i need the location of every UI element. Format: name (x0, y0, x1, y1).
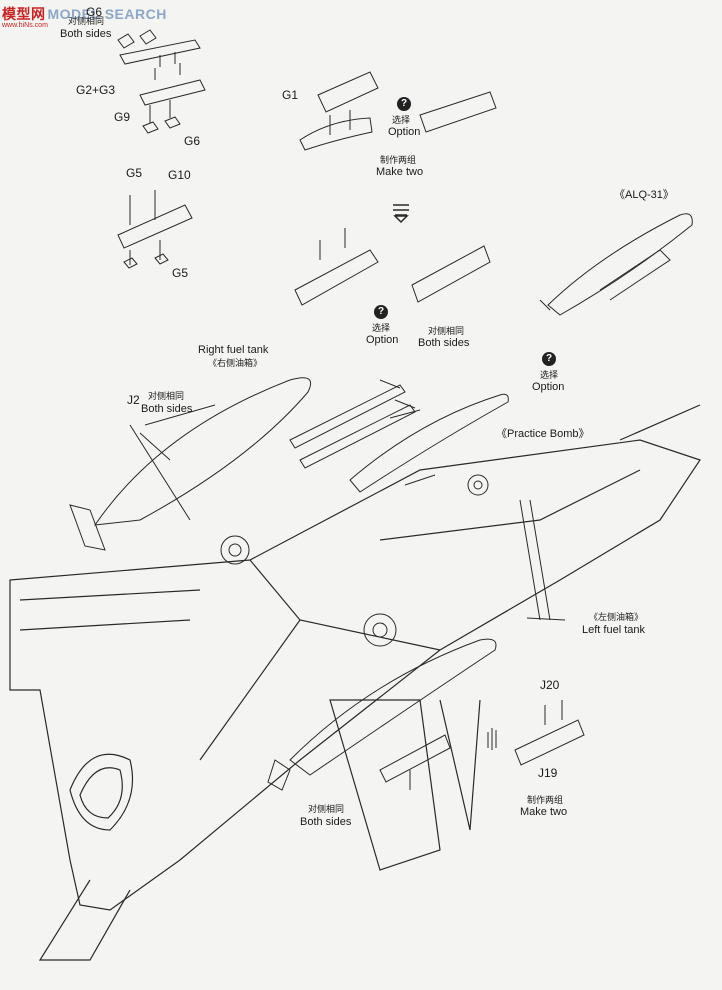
both-sides-label-cn: 对侧相同 (428, 326, 465, 336)
pylon-group-g6-g9 (117, 29, 206, 134)
pylon-group-g5-g10 (117, 190, 193, 269)
option-label-cn: 选择 (372, 323, 391, 333)
part-label-g9: G9 (114, 110, 131, 124)
practice-bomb (349, 393, 509, 493)
right-fuel-tank (69, 377, 312, 551)
part-label-j20: J20 (540, 678, 560, 692)
option-label-cn: 选择 (540, 370, 559, 380)
option-icon: ? (397, 97, 411, 111)
make-two-label-cn: 制作两组 (380, 155, 417, 165)
aircraft-fuselage (9, 404, 701, 961)
part-label-j2: J2 (127, 393, 140, 407)
alq31-pod (539, 213, 693, 316)
make-two-label-cn: 制作两组 (527, 795, 564, 805)
option-icon: ? (542, 352, 556, 366)
part-label-g6: G6 (86, 5, 103, 19)
option-label-cn: 选择 (392, 115, 411, 125)
left-fuel-tank-label: Left fuel tank (582, 624, 645, 636)
pylon-bottom (379, 734, 451, 790)
missiles (289, 379, 416, 469)
both-sides-label-en: Both sides (141, 403, 193, 415)
part-label-g1: G1 (282, 88, 299, 102)
both-sides-label-en: Both sides (60, 28, 112, 40)
part-label-g10: G10 (168, 168, 191, 182)
watermark-en: MODEL SEARCH (47, 6, 167, 22)
part-label-g6: G6 (184, 134, 201, 148)
left-fuel-tank (267, 638, 497, 791)
practice-bomb-label: 《Practice Bomb》 (496, 428, 590, 440)
make-two-label-en: Make two (376, 166, 424, 178)
pylon-group-mid (294, 228, 491, 306)
both-sides-label-cn: 对侧相同 (68, 16, 105, 26)
both-sides-label-cn: 对侧相同 (148, 391, 185, 401)
alq31-label: 《ALQ-31》 (614, 189, 674, 201)
pylon-g1 (299, 71, 497, 151)
both-sides-label-en: Both sides (300, 816, 352, 828)
watermark-url: www.hiNs.com (2, 22, 48, 29)
option-label-en: Option (366, 334, 399, 346)
part-label-g5: G5 (126, 166, 143, 180)
right-fuel-tank-label: Right fuel tank (198, 344, 269, 356)
pylon-j19-j20 (487, 700, 585, 766)
part-label-g2-g3: G2+G3 (76, 83, 116, 97)
landing-gear (220, 474, 551, 647)
part-label-j19: J19 (538, 766, 558, 780)
option-label-en: Option (532, 381, 565, 393)
left-fuel-tank-label-cn: 《左侧油箱》 (589, 612, 644, 622)
watermark-cn: 模型网 (2, 6, 46, 22)
both-sides-label-cn: 对侧相同 (308, 804, 345, 814)
part-label-g5: G5 (172, 266, 189, 280)
option-icon: ? (374, 305, 388, 319)
right-fuel-tank-label-cn: 《右侧油箱》 (208, 358, 263, 368)
both-sides-label-en: Both sides (418, 337, 470, 349)
make-two-label-en: Make two (520, 806, 568, 818)
option-label-en: Option (388, 126, 421, 138)
